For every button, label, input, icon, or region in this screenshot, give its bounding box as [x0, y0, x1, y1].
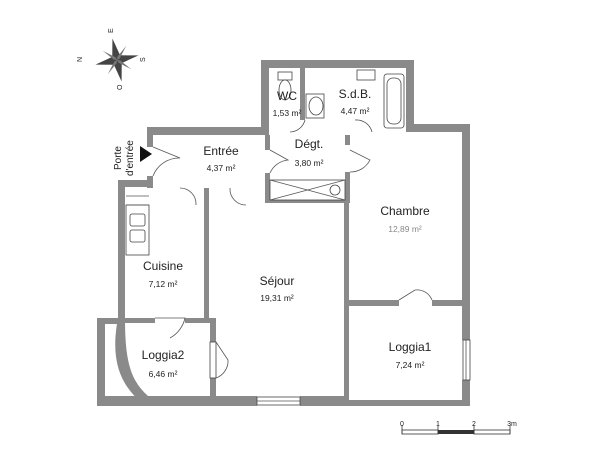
- compass-letter-e: E: [108, 28, 115, 33]
- scale-bar: [401, 425, 511, 435]
- scale-tick-1: 1: [436, 421, 440, 428]
- room-area-sdb: 4,47 m²: [341, 106, 370, 116]
- walls: [97, 60, 470, 406]
- compass-rose: [95, 38, 139, 82]
- entrance-label-line2: d'entrée: [125, 140, 136, 176]
- scale-tick-0: 0: [400, 421, 404, 428]
- sdb-cabinet: [356, 69, 376, 81]
- room-area-loggia1: 7,24 m²: [396, 360, 425, 370]
- room-name-chambre: Chambre: [380, 204, 430, 218]
- windows: [209, 339, 471, 406]
- room-area-cuisine: 7,12 m²: [149, 279, 178, 289]
- entrance-arrow-icon: [140, 146, 152, 162]
- room-name-sejour: Séjour: [260, 274, 295, 288]
- sdb-sink: [305, 93, 325, 119]
- toilet: [277, 71, 293, 101]
- entrance-label-line1: Porte: [113, 146, 124, 170]
- room-area-loggia2: 6,46 m²: [149, 369, 178, 379]
- room-name-degt: Dégt.: [295, 137, 324, 151]
- scale-tick-3m: 3m: [507, 421, 517, 428]
- door-swings: [152, 119, 433, 379]
- compass-letter-o: O: [117, 84, 124, 90]
- room-name-sdb: S.d.B.: [339, 87, 372, 101]
- scale-tick-2: 2: [472, 421, 476, 428]
- kitchen-counter: [125, 195, 150, 256]
- room-name-loggia1: Loggia1: [389, 340, 432, 354]
- compass-letter-s: S: [140, 57, 147, 62]
- room-name-wc: WC: [277, 89, 297, 103]
- compass-letter-n: N: [77, 57, 84, 62]
- room-name-cuisine: Cuisine: [143, 259, 183, 273]
- room-area-wc: 1,53 m²: [273, 108, 302, 118]
- room-name-entree: Entrée: [203, 144, 239, 158]
- room-area-degt: 3,80 m²: [295, 158, 324, 168]
- room-area-sejour: 19,31 m²: [260, 293, 294, 303]
- room-area-chambre: 12,89 m²: [388, 224, 422, 234]
- closet: [269, 179, 346, 201]
- room-name-loggia2: Loggia2: [142, 348, 185, 362]
- bathtub: [383, 73, 405, 129]
- room-area-entree: 4,37 m²: [207, 163, 236, 173]
